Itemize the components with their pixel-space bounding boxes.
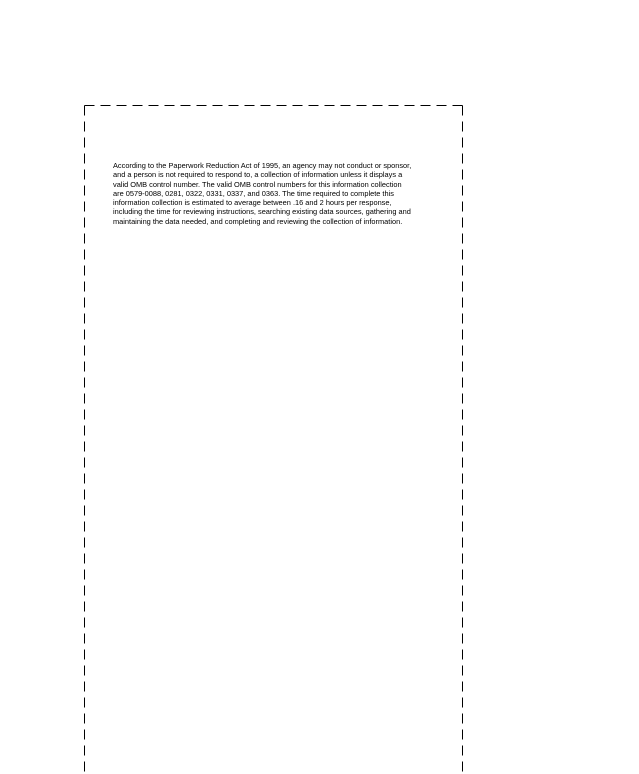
notice-line: including the time for reviewing instruc… <box>113 207 411 217</box>
notice-line: maintaining the data needed, and complet… <box>113 216 403 226</box>
notice-line: valid OMB control number. The valid OMB … <box>113 179 402 189</box>
notice-line: are 0579-0088, 0281, 0322, 0331, 0337, a… <box>113 188 394 198</box>
notice-line: According to the Paperwork Reduction Act… <box>113 161 412 170</box>
notice-line: and a person is not required to respond … <box>113 170 403 180</box>
paperwork-reduction-notice: According to the Paperwork Reduction Act… <box>113 161 443 226</box>
notice-line: information collection is estimated to a… <box>113 198 392 208</box>
